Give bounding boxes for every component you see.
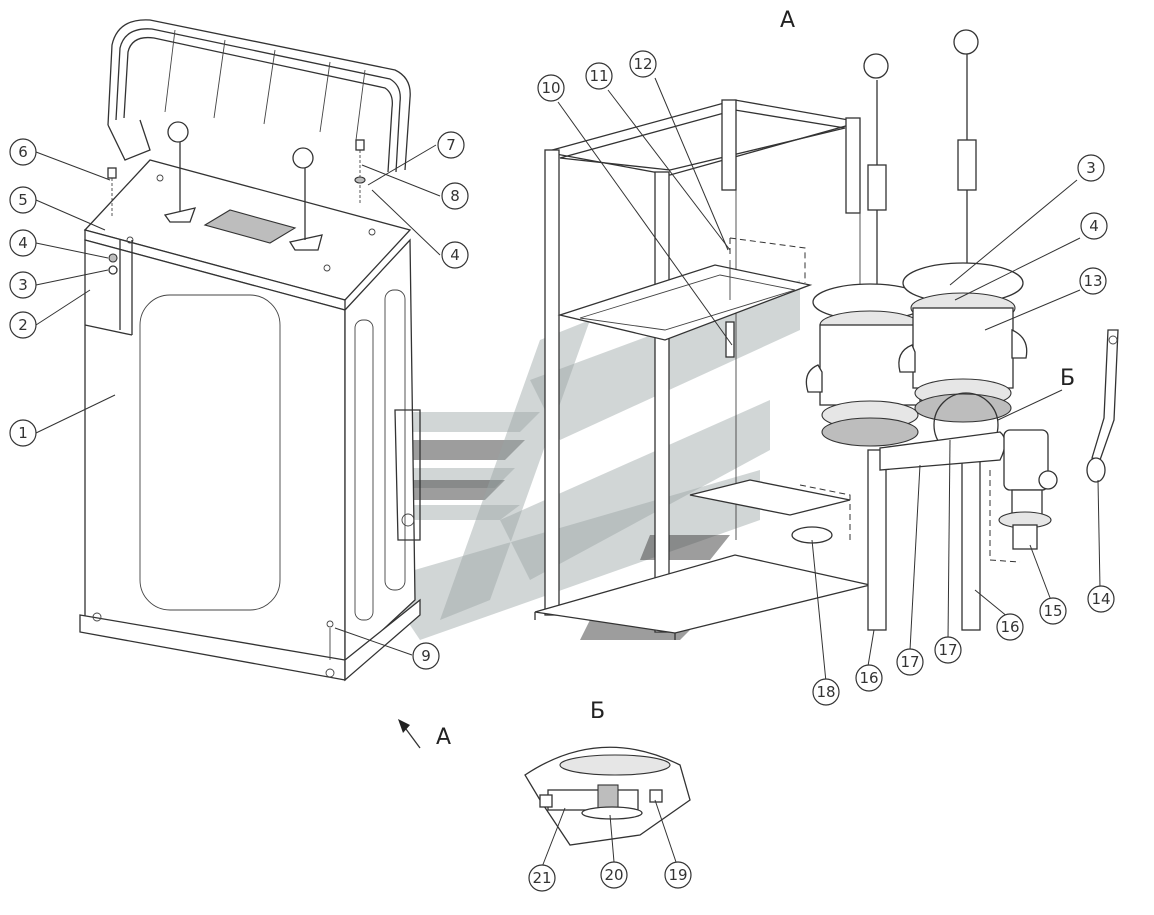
callout-14: 14	[1087, 585, 1115, 613]
regulator-assembly	[805, 29, 1119, 563]
frame-assembly	[534, 99, 981, 640]
svg-text:4: 4	[450, 246, 460, 264]
svg-text:6: 6	[18, 143, 28, 161]
callout-4r: 4	[1080, 212, 1108, 240]
svg-text:4: 4	[1089, 217, 1099, 235]
view-label-a-top: А	[780, 8, 795, 33]
callout-20: 20	[600, 861, 628, 889]
callout-21: 21	[528, 864, 556, 892]
callout-16b: 16	[855, 664, 883, 692]
svg-text:19: 19	[668, 866, 687, 884]
svg-text:15: 15	[1043, 602, 1062, 620]
view-label-b: Б	[590, 699, 605, 724]
svg-text:16: 16	[1000, 618, 1019, 636]
svg-text:18: 18	[816, 683, 835, 701]
callout-17: 17	[896, 648, 924, 676]
callout-15: 15	[1039, 597, 1067, 625]
svg-text:5: 5	[18, 191, 28, 209]
callout-12: 12	[629, 50, 657, 78]
svg-text:4: 4	[18, 234, 28, 252]
callout-4b: 4	[441, 241, 469, 269]
callout-5: 5	[9, 186, 37, 214]
callout-16: 16	[996, 613, 1024, 641]
svg-text:8: 8	[450, 187, 460, 205]
svg-text:17: 17	[938, 641, 957, 659]
callout-1: 1	[9, 419, 37, 447]
callout-7: 7	[437, 131, 465, 159]
callout-18: 18	[812, 678, 840, 706]
svg-text:12: 12	[633, 55, 652, 73]
cabinet-assembly	[79, 19, 421, 682]
callout-3: 3	[9, 271, 37, 299]
callout-13: 13	[1079, 267, 1107, 295]
svg-text:16: 16	[859, 669, 878, 687]
callout-8: 8	[441, 182, 469, 210]
svg-text:2: 2	[18, 316, 28, 334]
callout-2: 2	[9, 311, 37, 339]
svg-text:9: 9	[421, 647, 431, 665]
callout-4: 4	[9, 229, 37, 257]
svg-text:3: 3	[18, 276, 28, 294]
view-label-a-arrow: А	[436, 725, 451, 750]
detail-view-b	[524, 746, 691, 846]
callout-11: 11	[585, 62, 613, 90]
svg-text:10: 10	[541, 79, 560, 97]
svg-text:13: 13	[1083, 272, 1102, 290]
svg-text:14: 14	[1091, 590, 1110, 608]
svg-text:17: 17	[900, 653, 919, 671]
svg-text:1: 1	[18, 424, 28, 442]
svg-text:7: 7	[446, 136, 456, 154]
view-label-b-marker: Б	[1060, 366, 1075, 391]
callout-10: 10	[537, 74, 565, 102]
callout-3r: 3	[1077, 154, 1105, 182]
leader-lines	[35, 77, 1101, 868]
callout-9: 9	[412, 642, 440, 670]
callout-19: 19	[664, 861, 692, 889]
svg-text:21: 21	[532, 869, 551, 887]
svg-text:20: 20	[604, 866, 623, 884]
svg-text:3: 3	[1086, 159, 1096, 177]
callout-6: 6	[9, 138, 37, 166]
svg-text:11: 11	[589, 67, 608, 85]
view-arrow-a	[398, 719, 421, 749]
callout-17b: 17	[934, 636, 962, 664]
